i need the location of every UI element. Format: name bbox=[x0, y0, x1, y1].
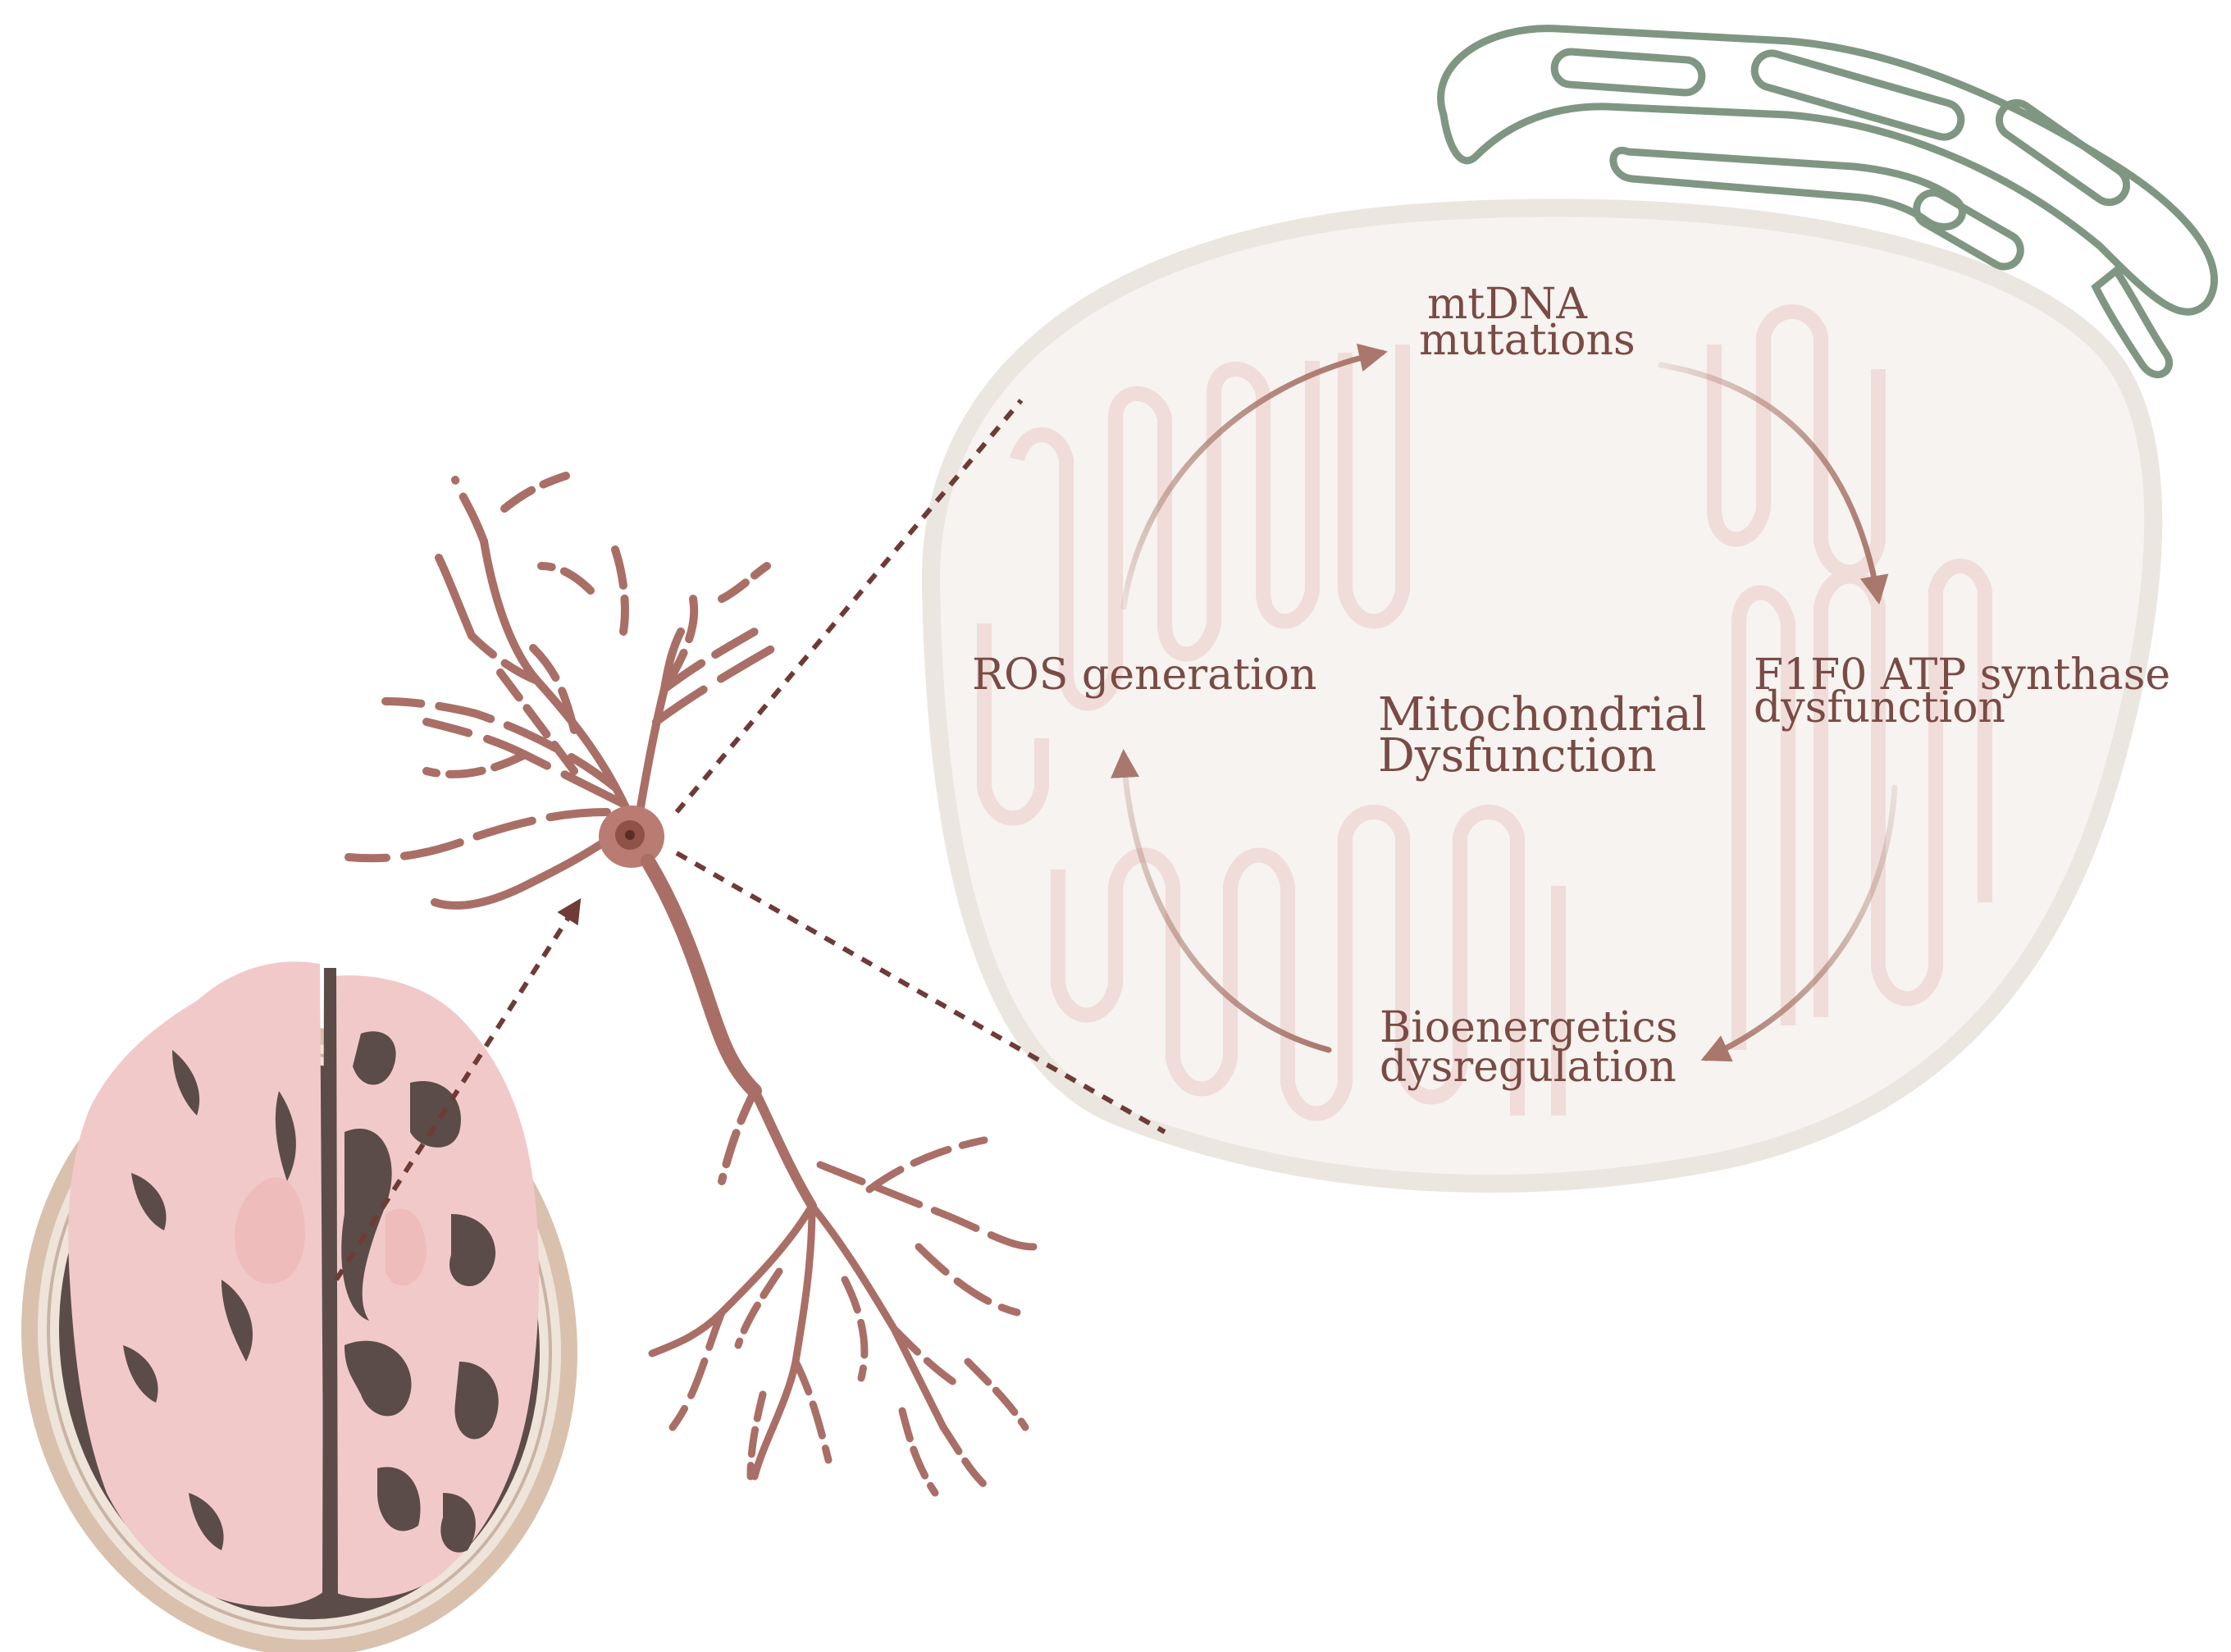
label-mtdna-mutations: mtDNA mutations bbox=[1419, 280, 1636, 365]
label-bioenergetics-dysregulation: Bioenergetics dysregulation bbox=[1380, 1003, 1691, 1092]
label-ros-generation: ROS generation bbox=[972, 650, 1316, 700]
zoom-connector-lines bbox=[674, 399, 1166, 1134]
label-atp-synthase-dysfunction: F1F0 ATP synthase dysfunction bbox=[1754, 650, 2184, 732]
endoplasmic-reticulum-icon bbox=[1437, 25, 2218, 379]
brain-slice-icon bbox=[21, 961, 577, 1652]
cycle-labels: mtDNA mutations F1F0 ATP synthase dysfun… bbox=[972, 280, 2184, 1092]
label-mitochondrial-dysfunction: Mitochondrial Dysfunction bbox=[1378, 688, 1721, 783]
arrow-bio-to-ros bbox=[1111, 749, 1332, 1053]
cycle-arrows bbox=[1111, 343, 1898, 1062]
brain-to-neuron-arrow bbox=[334, 897, 582, 1281]
neuron-icon bbox=[344, 472, 1038, 1497]
arrow-ros-to-mtdna bbox=[1120, 343, 1388, 610]
arrow-atp-to-bio bbox=[1700, 784, 1898, 1062]
arrow-mtdna-to-atp bbox=[1658, 362, 1889, 605]
